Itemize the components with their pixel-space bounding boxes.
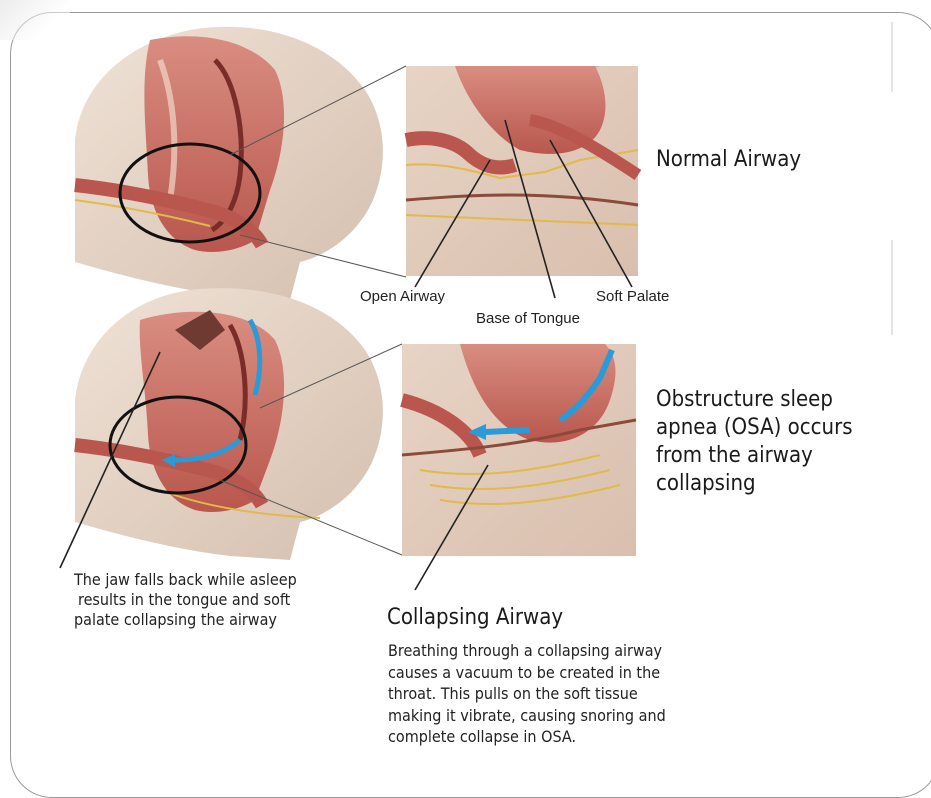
- jaw-note-line: The jaw falls back while asleep: [74, 570, 364, 590]
- label-open-airway: Open Airway: [360, 288, 445, 305]
- label-soft-palate: Soft Palate: [596, 288, 669, 305]
- jaw-note: The jaw falls back while asleep results …: [74, 570, 364, 630]
- osa-head-figure: [75, 288, 402, 560]
- osa-heading-line: Obstructure sleep: [656, 386, 853, 414]
- normal-head-figure: [75, 27, 406, 300]
- normal-airway-heading: Normal Airway: [656, 146, 801, 174]
- body-line: throat. This pulls on the soft tissue: [388, 683, 798, 705]
- body-line: complete collapse in OSA.: [388, 726, 798, 748]
- osa-heading-line: apnea (OSA) occurs: [656, 414, 853, 442]
- collapsing-airway-closeup: [402, 344, 636, 556]
- osa-heading-line: collapsing: [656, 470, 853, 498]
- body-line: Breathing through a collapsing airway: [388, 640, 798, 662]
- jaw-note-line: palate collapsing the airway: [74, 610, 364, 630]
- jaw-note-line: results in the tongue and soft: [74, 590, 364, 610]
- osa-heading-line: from the airway: [656, 442, 853, 470]
- body-line: making it vibrate, causing snoring and: [388, 705, 798, 727]
- label-base-of-tongue: Base of Tongue: [476, 310, 580, 327]
- osa-heading: Obstructure sleep apnea (OSA) occurs fro…: [656, 386, 853, 498]
- collapsing-airway-body: Breathing through a collapsing airway ca…: [388, 640, 798, 748]
- collapsing-airway-heading: Collapsing Airway: [387, 604, 563, 632]
- body-line: causes a vacuum to be created in the: [388, 662, 798, 684]
